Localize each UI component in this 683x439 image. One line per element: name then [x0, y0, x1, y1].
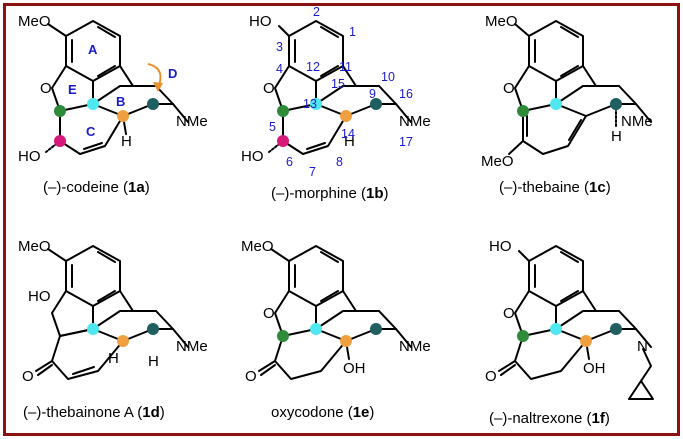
hydroxyl-top-label: HO: [249, 13, 272, 30]
c5-marker: [517, 330, 529, 342]
methoxy-label: MeO: [241, 238, 274, 255]
c13-marker: [310, 98, 322, 110]
furan-oxygen-label: O: [503, 80, 515, 97]
caption-morphine: (–)-morphine (1b): [271, 185, 389, 202]
c9-marker: [370, 323, 382, 335]
atom-number-3: 3: [276, 40, 283, 54]
ring-d-arrowhead-icon: [153, 82, 163, 92]
h1-label: H: [108, 350, 119, 367]
atom-number-10: 10: [381, 70, 395, 84]
amine-label: N: [637, 338, 648, 355]
h-label: H: [611, 128, 622, 145]
hydroxyl-label: HO: [18, 148, 41, 165]
c14-marker: [117, 110, 129, 122]
c5-marker: [277, 330, 289, 342]
c9-marker: [147, 98, 159, 110]
methoxy-label: MeO: [18, 238, 51, 255]
c13-marker: [550, 323, 562, 335]
atom-number-6: 6: [286, 155, 293, 169]
panel-thebainone-a: MeO HO O NMe H H (–)-thebainone A (1d): [18, 238, 208, 421]
amine-label: NMe: [176, 338, 208, 355]
furan-oxygen-label: O: [263, 80, 275, 97]
atom-number-7: 7: [309, 165, 316, 179]
c9-marker: [147, 323, 159, 335]
caption-thebainone-a: (–)-thebainone A (1d): [23, 404, 165, 421]
atom-number-11: 11: [339, 60, 352, 74]
ring-c-label: C: [86, 124, 96, 139]
h2-label: H: [148, 353, 159, 370]
atom-number-16: 16: [399, 87, 413, 101]
atom-number-12: 12: [306, 60, 320, 74]
panel-morphine: HO O HO NMe H 1 2 3 4 5 6 7 8 9 10 11 12…: [241, 5, 431, 202]
atom-number-8: 8: [336, 155, 343, 169]
ring-e-label: E: [68, 82, 77, 97]
hydroxyl-label: OH: [343, 360, 366, 377]
atom-number-4: 4: [276, 62, 283, 76]
opioid-structures-figure: MeO O HO NMe H A B C D E (–)-codeine (1a…: [18, 5, 654, 427]
ring-a-label: A: [88, 42, 98, 57]
c13-marker: [310, 323, 322, 335]
c14-marker: [340, 335, 352, 347]
caption-thebaine: (–)-thebaine (1c): [499, 179, 611, 196]
atom-number-17: 17: [399, 135, 413, 149]
h-label: H: [344, 133, 355, 150]
ketone-oxygen-label: O: [245, 368, 257, 385]
amine-label: NMe: [399, 338, 431, 355]
c13-marker: [87, 323, 99, 335]
c13-marker: [87, 98, 99, 110]
panel-naltrexone: HO O O OH N (–)-naltrexone (1f): [485, 238, 654, 427]
amine-label: NMe: [176, 113, 208, 130]
c9-marker: [610, 323, 622, 335]
c14-marker: [117, 335, 129, 347]
c5-marker: [517, 105, 529, 117]
caption-naltrexone: (–)-naltrexone (1f): [489, 410, 610, 427]
atom-number-9: 9: [369, 87, 376, 101]
amine-label: NMe: [399, 113, 431, 130]
amine-label: NMe: [621, 113, 653, 130]
furan-oxygen-label: O: [263, 305, 275, 322]
c14-marker: [580, 335, 592, 347]
caption-codeine: (–)-codeine (1a): [43, 179, 150, 196]
panel-codeine: MeO O HO NMe H A B C D E (–)-codeine (1a…: [18, 13, 208, 196]
ring-b-label: B: [116, 94, 125, 109]
atom-number-15: 15: [331, 77, 345, 91]
c6-marker: [277, 135, 289, 147]
methoxy-top-label: MeO: [485, 13, 518, 30]
panel-thebaine: MeO O MeO NMe H (–)-thebaine (1c): [481, 13, 653, 196]
c9-marker: [370, 98, 382, 110]
c13-marker: [550, 98, 562, 110]
methoxy-label: MeO: [18, 13, 51, 30]
hydroxyl-label: HO: [241, 148, 264, 165]
c14-marker: [340, 110, 352, 122]
atom-number-13: 13: [303, 97, 317, 111]
atom-number-14: 14: [341, 127, 355, 141]
hydroxyl-top-label: HO: [489, 238, 512, 255]
c5-marker: [277, 105, 289, 117]
atom-number-1: 1: [349, 25, 356, 39]
furan-oxygen-label: O: [503, 305, 515, 322]
c6-marker: [54, 135, 66, 147]
methoxy-bottom-label: MeO: [481, 153, 514, 170]
panel-oxycodone: MeO O O OH NMe oxycodone (1e): [241, 238, 431, 421]
hydroxyl-label: OH: [583, 360, 606, 377]
ring-d-label: D: [168, 66, 177, 81]
atom-number-5: 5: [269, 120, 276, 134]
c9-marker: [610, 98, 622, 110]
h-label: H: [121, 133, 132, 150]
furan-oxygen-label: O: [40, 80, 52, 97]
ketone-oxygen-label: O: [485, 368, 497, 385]
ketone-oxygen-label: O: [22, 368, 34, 385]
hydroxyl-label: HO: [28, 288, 51, 305]
c5-marker: [54, 105, 66, 117]
caption-oxycodone: oxycodone (1e): [271, 404, 374, 421]
figure-frame: MeO O HO NMe H A B C D E (–)-codeine (1a…: [3, 3, 680, 436]
atom-number-2: 2: [313, 6, 320, 19]
